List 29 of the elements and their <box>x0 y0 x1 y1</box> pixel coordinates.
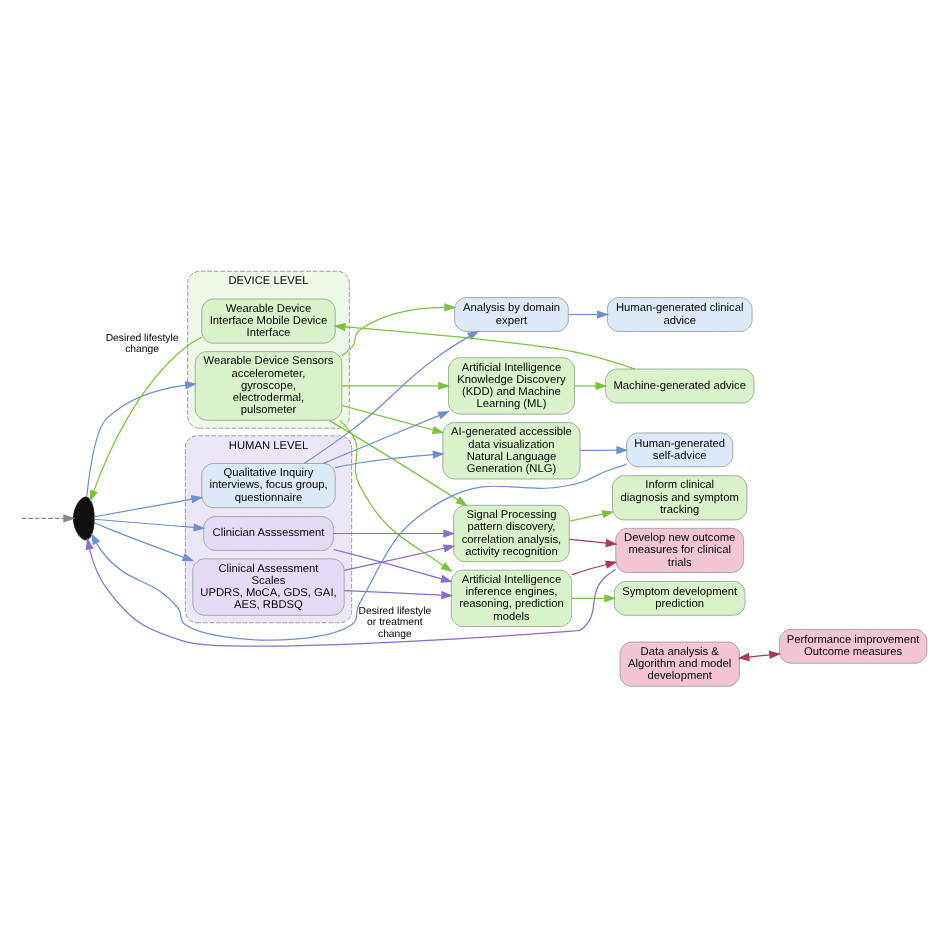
arrow <box>343 543 456 571</box>
arrow <box>571 559 618 575</box>
arrow <box>579 445 629 454</box>
arrow <box>93 521 195 561</box>
arrow <box>343 589 454 599</box>
arrow <box>737 649 782 661</box>
arrow <box>568 309 609 318</box>
arrow <box>333 547 453 582</box>
arrow <box>93 517 206 531</box>
arrow <box>89 335 203 502</box>
arrow <box>86 379 197 497</box>
arrow <box>569 537 618 547</box>
arrow <box>341 403 445 433</box>
arrow <box>334 449 445 468</box>
arrow <box>322 410 450 464</box>
arrow <box>332 528 456 537</box>
arrow <box>85 536 617 646</box>
arrow <box>571 593 617 602</box>
arrow <box>339 418 453 571</box>
arrow <box>569 509 615 521</box>
arrow <box>341 380 451 390</box>
arrow <box>21 513 76 522</box>
arrow <box>341 302 457 356</box>
arrow <box>328 418 468 506</box>
node-person <box>73 495 95 540</box>
arrow <box>303 329 480 464</box>
arrow <box>333 321 636 369</box>
arrow <box>93 494 204 517</box>
arrow <box>574 380 608 390</box>
